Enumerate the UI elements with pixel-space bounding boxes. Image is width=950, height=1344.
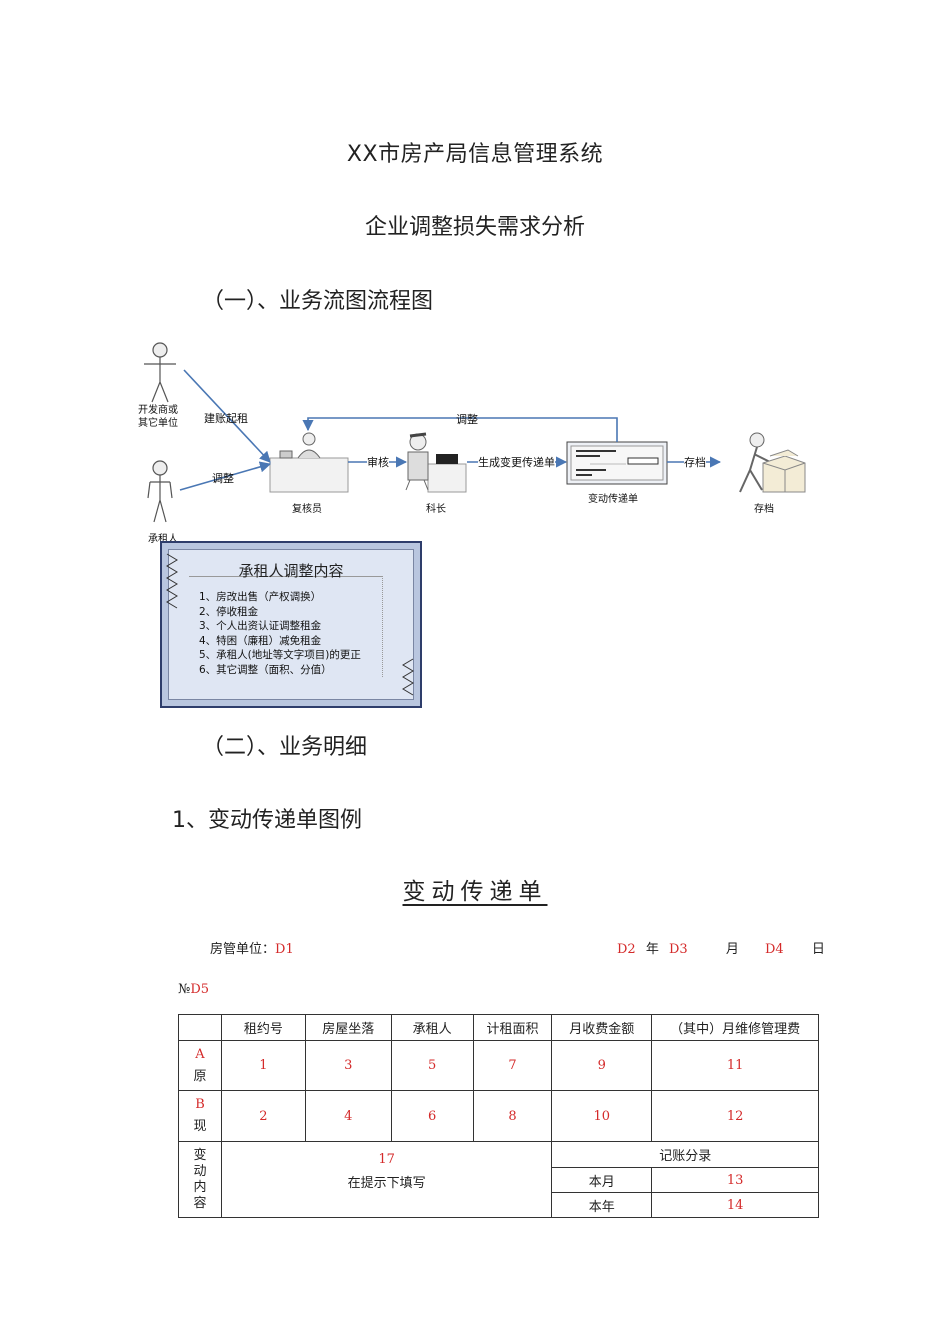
table-cell: 9 bbox=[551, 1040, 653, 1091]
edge-build-account-label: 建账起租 bbox=[204, 412, 248, 425]
archive-node-label: 存档 bbox=[754, 504, 774, 515]
form-month-label: 月 bbox=[725, 942, 739, 957]
change-content-code: 17 bbox=[378, 1152, 395, 1167]
edge-adjust-feedback-label: 调整 bbox=[456, 413, 478, 426]
form-year-code: D2 bbox=[617, 942, 636, 957]
form-number-row: №D5 bbox=[178, 982, 209, 997]
ledger-header-cell: 记账分录 bbox=[551, 1141, 819, 1168]
form-unit-code: D1 bbox=[275, 942, 294, 957]
table-header-cell: 房屋坐落 bbox=[304, 1014, 392, 1041]
form-day-code: D4 bbox=[765, 942, 784, 957]
edge-review-label: 审核 bbox=[367, 454, 389, 470]
row-original-code: A bbox=[195, 1046, 205, 1062]
form-month-code: D3 bbox=[669, 942, 688, 957]
table-cell: 1 bbox=[220, 1040, 306, 1091]
tenant-actor-icon bbox=[147, 460, 173, 523]
table-header-cell: （其中）月维修管理费 bbox=[651, 1014, 819, 1041]
section-flowchart-heading: （一）、业务流图流程图 bbox=[202, 289, 434, 314]
reviewer-desk-icon bbox=[269, 432, 349, 493]
note-title: 承租人调整内容 bbox=[238, 562, 344, 580]
flow-diagram-svg bbox=[144, 342, 806, 523]
ledger-month-code: 13 bbox=[651, 1167, 819, 1193]
edge-tenant-adjust-label: 调整 bbox=[212, 472, 234, 485]
table-header-cell: 计租面积 bbox=[472, 1014, 553, 1041]
table-cell: 7 bbox=[472, 1040, 553, 1091]
note-item: 6、其它调整（面积、分值） bbox=[199, 663, 332, 676]
row-current-code: B bbox=[195, 1097, 205, 1112]
tenant-adjustment-note: 承租人调整内容 1、房改出售（产权调换） 2、停收租金 3、个人出资认证调整租金… bbox=[160, 541, 422, 708]
table-header-cell: 承租人 bbox=[390, 1014, 474, 1041]
ledger-year-code: 14 bbox=[651, 1192, 819, 1218]
form-year-label: 年 bbox=[645, 942, 659, 957]
note-item: 1、房改出售（产权调换） bbox=[199, 591, 322, 603]
tenant-actor-label: 承租人 bbox=[148, 534, 178, 545]
chief-node-label: 科长 bbox=[426, 504, 446, 515]
ledger-year-row: 本年 14 bbox=[179, 1192, 819, 1218]
ledger-year-label: 本年 bbox=[551, 1192, 653, 1218]
business-flow-diagram: 开发商或 其它单位 承租人 建账起租 调整 调整 审核 生成变更传递单 存档 复… bbox=[130, 330, 830, 720]
table-header-row: 租约号 房屋坐落 承租人 计租面积 月收费金额 （其中）月维修管理费 bbox=[178, 1014, 819, 1041]
table-cell: 10 bbox=[551, 1090, 653, 1142]
form-node-label: 变动传递单 bbox=[588, 494, 638, 505]
table-cell: 12 bbox=[651, 1090, 819, 1142]
note-zigzag-left-icon bbox=[166, 553, 178, 609]
row-current-text: 现 bbox=[193, 1119, 207, 1134]
form-unit-label: 房管单位： bbox=[210, 942, 276, 957]
table-cell: 3 bbox=[304, 1040, 392, 1091]
section-details-heading: （二）、业务明细 bbox=[202, 735, 368, 760]
note-zigzag-right-icon bbox=[402, 658, 414, 696]
table-cell: 2 bbox=[220, 1090, 306, 1142]
archive-person-box-icon bbox=[739, 432, 806, 493]
form-unit-row: 房管单位：D1 bbox=[210, 938, 294, 957]
note-rule-lines bbox=[189, 576, 383, 677]
developer-actor-label: 开发商或 其它单位 bbox=[138, 405, 178, 429]
table-cell: 5 bbox=[390, 1040, 474, 1091]
section-form-example-heading: 1、变动传递单图例 bbox=[172, 808, 362, 833]
doc-title: XX市房产局信息管理系统 bbox=[346, 142, 604, 167]
note-inner-panel: 承租人调整内容 1、房改出售（产权调换） 2、停收租金 3、个人出资认证调整租金… bbox=[166, 549, 414, 700]
edge-archive-label: 存档 bbox=[684, 454, 706, 470]
form-date-row: D2 年 D3 月 D4 日 bbox=[617, 938, 825, 957]
doc-subtitle: 企业调整损失需求分析 bbox=[364, 215, 585, 240]
reviewer-node-label: 复核员 bbox=[292, 504, 322, 515]
table-header-cell: 月收费金额 bbox=[551, 1014, 653, 1041]
table-cell: 11 bbox=[651, 1040, 819, 1091]
form-number-label: № bbox=[178, 982, 191, 997]
ledger-month-label: 本月 bbox=[551, 1167, 653, 1193]
table-cell: 8 bbox=[472, 1090, 553, 1142]
form-day-label: 日 bbox=[811, 942, 825, 957]
ledger-month-row: 本月 13 bbox=[179, 1167, 819, 1193]
note-item: 4、特困（廉租）减免租金 bbox=[199, 634, 322, 647]
change-content-hint: 在提示下填写 bbox=[347, 1176, 426, 1191]
note-item: 2、停收租金 bbox=[199, 605, 259, 618]
table-header-cell: 租约号 bbox=[220, 1014, 306, 1041]
change-content-cell: 17 在提示下填写 bbox=[220, 1141, 553, 1218]
table-corner-cell bbox=[178, 1014, 222, 1041]
note-item-list: 1、房改出售（产权调换） 2、停收租金 3、个人出资认证调整租金 4、特困（廉租… bbox=[199, 590, 361, 677]
form-number-code: D5 bbox=[190, 982, 210, 997]
table-row-change: 变 动 内 容 17 在提示下填写 记账分录 bbox=[178, 1141, 819, 1218]
table-cell: 4 bbox=[304, 1090, 392, 1142]
note-item: 3、个人出资认证调整租金 bbox=[199, 620, 322, 632]
edge-tenant-adjust bbox=[179, 461, 272, 491]
developer-actor-icon bbox=[144, 342, 176, 403]
table-cell: 6 bbox=[390, 1090, 474, 1142]
edge-build-account bbox=[183, 369, 271, 463]
note-item: 5、承租人(地址等文字项目)的更正 bbox=[199, 649, 361, 661]
change-form-doc-icon bbox=[566, 441, 668, 485]
row-original-text: 原 bbox=[193, 1068, 207, 1084]
chief-desk-icon bbox=[405, 432, 467, 493]
edge-adjust-feedback bbox=[302, 417, 618, 442]
change-content-label: 变 动 内 容 bbox=[178, 1141, 222, 1218]
form-title: 变动传递单 bbox=[402, 879, 548, 905]
edge-generate-form-label: 生成变更传递单 bbox=[478, 454, 555, 470]
